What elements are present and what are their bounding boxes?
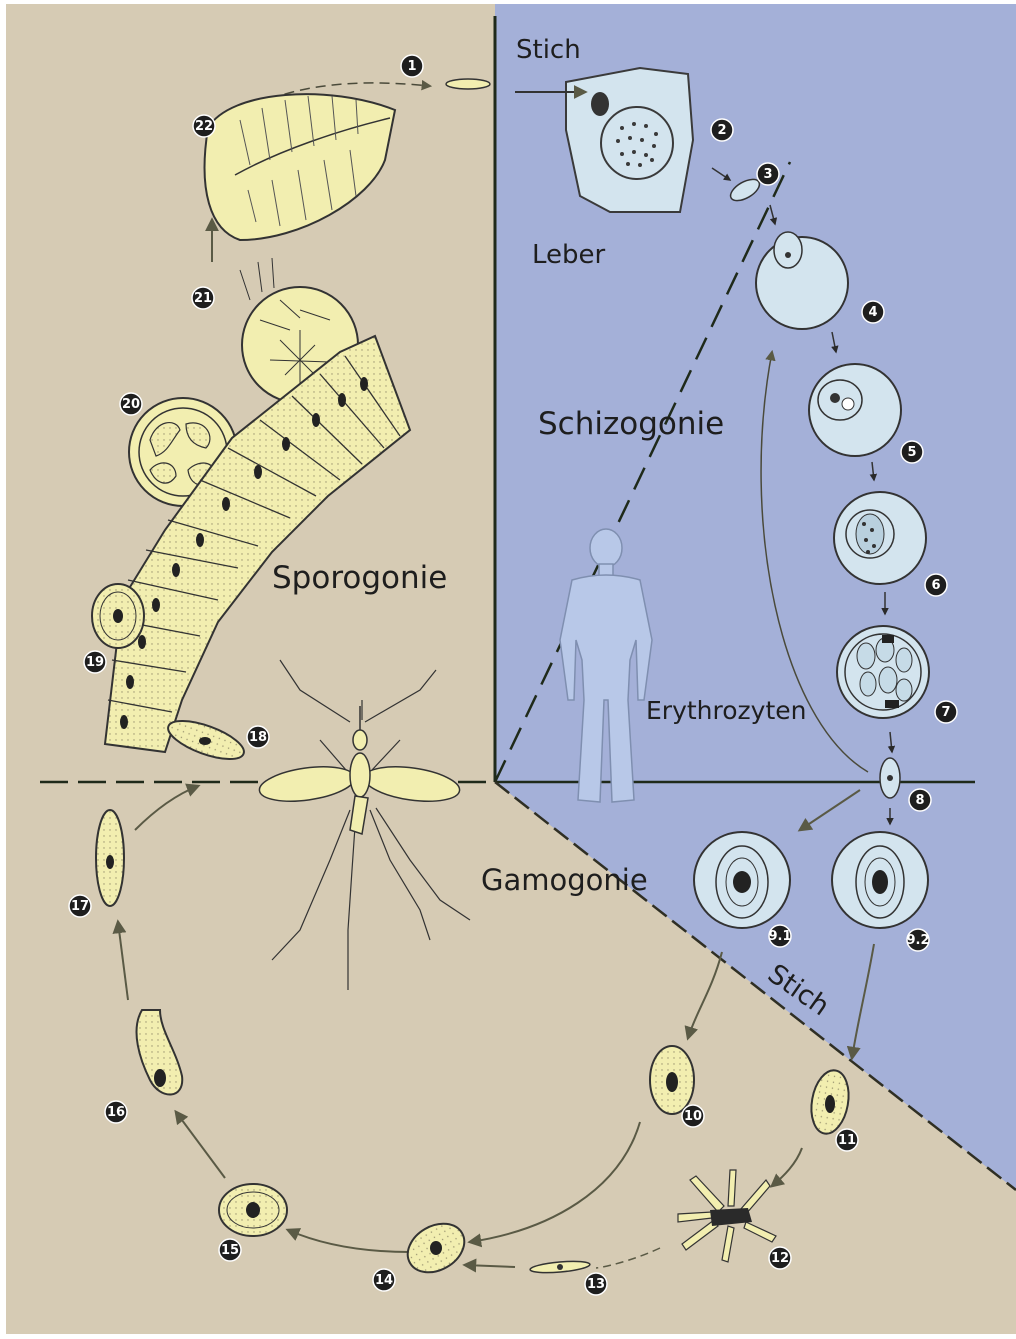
stage-number: 13: [587, 1277, 605, 1292]
stage-badge-8: 8: [909, 789, 931, 811]
stage-badge-21: 21: [192, 287, 214, 309]
stage-badge-12: 12: [769, 1247, 791, 1269]
stage-badge-20: 20: [120, 393, 142, 415]
stage-number: 7: [941, 705, 950, 720]
stage-badge-13: 13: [585, 1273, 607, 1295]
stage-number: 17: [71, 899, 89, 914]
label-erythrozyten: Erythrozyten: [646, 696, 807, 725]
stage-number: 9.1: [768, 929, 791, 944]
stage-badge-18: 18: [247, 726, 269, 748]
stage-number: 21: [194, 291, 212, 306]
stage-badge-9-1: 9.1: [768, 925, 791, 947]
erythrocyte-stage-7: [837, 626, 929, 718]
stage-badge-22: 22: [193, 115, 215, 137]
stage-number: 15: [221, 1243, 239, 1258]
label-leber: Leber: [532, 240, 606, 270]
stage-number: 12: [771, 1251, 789, 1266]
stage-number: 2: [717, 123, 726, 138]
stage-badge-4: 4: [862, 301, 884, 323]
label-schizogonie: Schizogonie: [538, 406, 724, 442]
ookinete-stage-17: [96, 810, 124, 906]
stage-badge-11: 11: [836, 1129, 858, 1151]
label-sporogonie: Sporogonie: [272, 560, 447, 596]
stage-number: 19: [86, 655, 104, 670]
gametocyte-stage-9-2: [832, 832, 928, 928]
gametocyte-stage-9-1: [694, 832, 790, 928]
macrogamete-stage-10: [650, 1046, 694, 1114]
stage-number: 11: [838, 1133, 856, 1148]
stage-number: 5: [907, 445, 916, 460]
sporozoite-stage-1: [446, 79, 490, 89]
stage-badge-19: 19: [84, 651, 106, 673]
stage-badge-9-2: 9.2: [906, 929, 929, 951]
erythrocyte-stage-6: [834, 492, 926, 584]
zygote-stage-15: [219, 1184, 287, 1236]
stage-number: 22: [195, 119, 213, 134]
stage-number: 8: [915, 793, 924, 808]
stage-number: 1: [407, 59, 416, 74]
stage-badge-16: 16: [105, 1101, 127, 1123]
label-stich-top: Stich: [516, 35, 581, 65]
stage-badge-15: 15: [219, 1239, 241, 1261]
stage-number: 14: [375, 1273, 393, 1288]
ookinete-stage-19: [92, 584, 144, 648]
stage-badge-10: 10: [682, 1105, 704, 1127]
stage-number: 16: [107, 1105, 125, 1120]
stage-number: 6: [931, 578, 940, 593]
erythrocyte-stage-5: [809, 364, 901, 456]
liver-cell-stage-2: [566, 68, 693, 212]
stage-badge-2: 2: [711, 119, 733, 141]
stage-number: 4: [868, 305, 877, 320]
stage-badge-14: 14: [373, 1269, 395, 1291]
stage-number: 3: [763, 167, 772, 182]
stage-number: 9.2: [906, 933, 929, 948]
stage-badge-6: 6: [925, 574, 947, 596]
stage-number: 20: [122, 397, 140, 412]
label-gamogonie: Gamogonie: [481, 863, 648, 897]
stage-badge-7: 7: [935, 701, 957, 723]
stage-badge-17: 17: [69, 895, 91, 917]
stage-badge-5: 5: [901, 441, 923, 463]
stage-number: 10: [684, 1109, 702, 1124]
stage-number: 18: [249, 730, 267, 745]
stage-badge-1: 1: [401, 55, 423, 77]
stage-badge-3: 3: [757, 163, 779, 185]
